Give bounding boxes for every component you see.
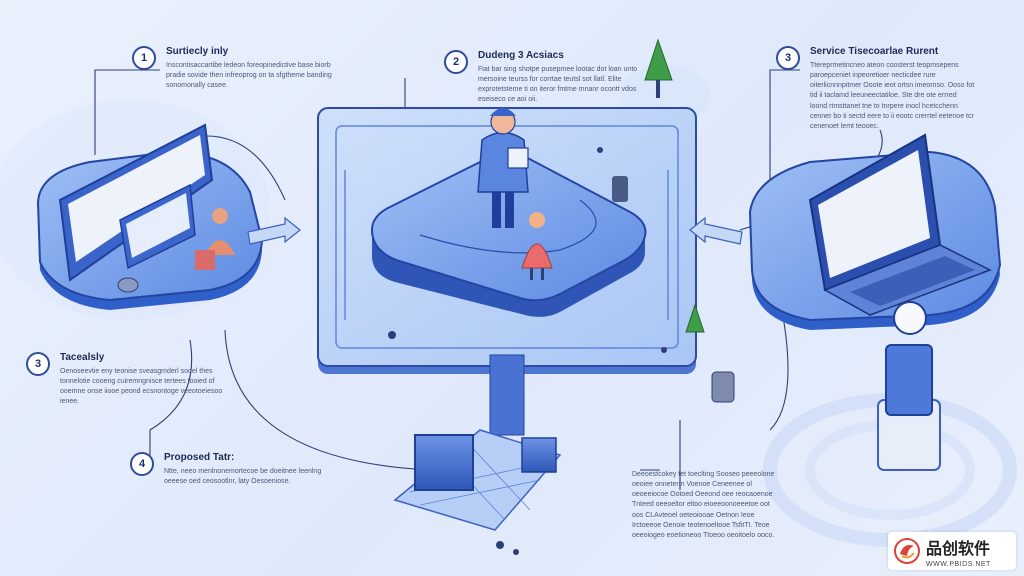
watermark-logo: 品创软件 WWW.PBIDS.NET bbox=[888, 532, 1016, 570]
step-number: 3 bbox=[776, 46, 800, 70]
step-number: 2 bbox=[444, 50, 468, 74]
step-body: Ttereprmetincneo ateon coosterst teopmse… bbox=[810, 62, 975, 130]
step-5-note: Deeoestcokey tet toeclting Sooseo peeeol… bbox=[632, 470, 782, 541]
right-workstation bbox=[748, 133, 1002, 330]
tree-icon bbox=[644, 38, 705, 333]
step-title: Surtiecly inly bbox=[166, 46, 229, 57]
logo-icon bbox=[894, 538, 920, 564]
step-4: 4 Proposed Tatr: Ntte, neeo menlnonemort… bbox=[130, 452, 339, 487]
step-body: Oenoseevtie eny teonise sveasgmderl sooe… bbox=[60, 368, 223, 406]
step-2: 2 Dudeng 3 Acsiacs Fiat bar sing shotpe … bbox=[444, 50, 638, 106]
step-3-left: 3 Tacealsly Oenoseevtie eny teonise svea… bbox=[26, 352, 225, 408]
step-title: Proposed Tatr: bbox=[164, 452, 235, 463]
step-number: 1 bbox=[132, 46, 156, 70]
left-workstation bbox=[36, 123, 264, 310]
step-title: Service Tisecoarlae Rurent bbox=[810, 46, 939, 57]
lamp-pillar-icon bbox=[877, 301, 941, 471]
step-number: 3 bbox=[26, 352, 50, 376]
flow-arrows bbox=[247, 216, 743, 245]
step-body: Fiat bar sing shotpe pusepmee lootac dot… bbox=[478, 66, 638, 104]
step-title: Dudeng 3 Acsiacs bbox=[478, 50, 564, 61]
step-title: Tacealsly bbox=[60, 352, 105, 363]
watermark-en: WWW.PBIDS.NET bbox=[926, 560, 991, 568]
bottom-server-grid bbox=[393, 354, 562, 555]
step-number: 4 bbox=[130, 452, 154, 476]
step-body: Ntte, neeo menlnonemortecoe be doeitnee … bbox=[164, 468, 322, 486]
person-operator-icon bbox=[477, 108, 529, 228]
step-3-right: 3 Service Tisecoarlae Rurent Ttereprmeti… bbox=[776, 46, 975, 132]
step-1: 1 Surtiecly inly Inscontisaccartibe lede… bbox=[132, 46, 336, 91]
device-icon bbox=[612, 176, 735, 403]
watermark-cn: 品创软件 bbox=[926, 538, 991, 558]
person-red-icon bbox=[521, 212, 553, 280]
step-body: Inscontisaccartibe ledeon foreopinedicti… bbox=[166, 62, 332, 90]
step-body: Deeoestcokey tet toeclting Sooseo peeeol… bbox=[632, 471, 775, 539]
